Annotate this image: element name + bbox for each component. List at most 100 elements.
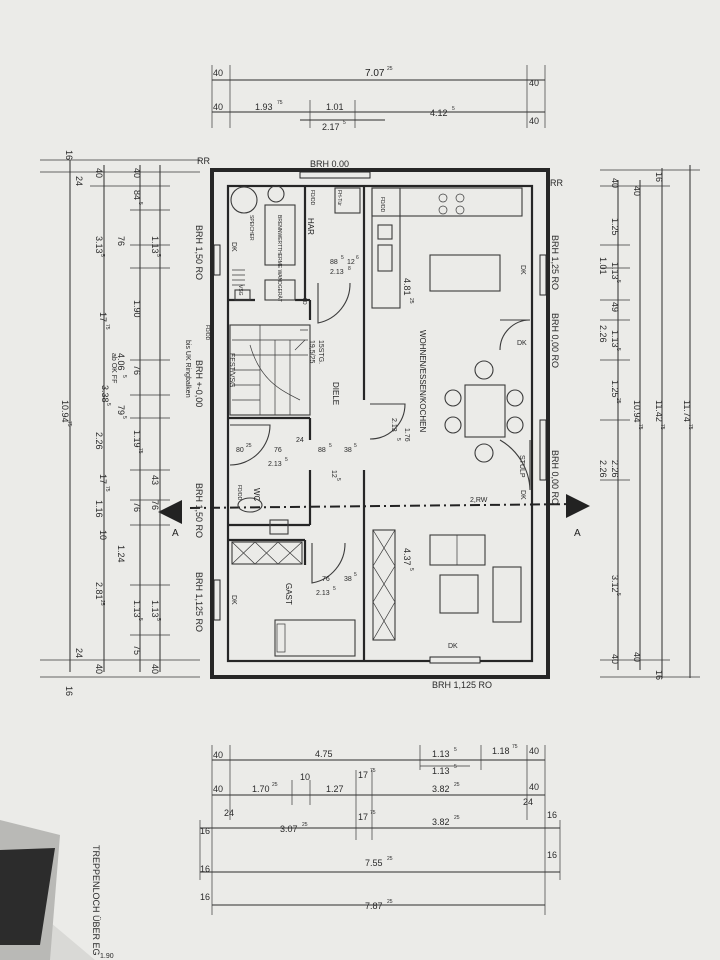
dim-bot-r1-113a: 1.13 bbox=[432, 749, 450, 759]
bottom-dimension-chains: 40 4.75 1.13 5 1.13 5 1.18 75 40 40 1.70… bbox=[199, 744, 561, 915]
har-door-12: 12 bbox=[347, 259, 355, 266]
dim-top-r2-d: 1.01 bbox=[326, 102, 344, 112]
dim-right-inner-25: 25 bbox=[615, 398, 621, 404]
label-fd-dd-2: FD/DD bbox=[379, 197, 385, 213]
label-dk-5: DK bbox=[230, 242, 237, 252]
dim-top-r2-f: 5 bbox=[343, 120, 346, 126]
dim-left-inner-75b: 75 bbox=[132, 645, 142, 655]
dim-left-outer-24b: 24 bbox=[74, 648, 84, 658]
dim-right-inner-113: 1.13 bbox=[610, 262, 620, 280]
wc-76: 76 bbox=[274, 447, 282, 454]
dim-right-outer2-75: 75 bbox=[687, 424, 693, 430]
dim-left-mid-40: 40 bbox=[94, 168, 104, 178]
dim-left-inner-190: 1.90 bbox=[132, 300, 142, 318]
dim-bot-r1-40b: 40 bbox=[529, 746, 539, 756]
dim-left-outer-main: 10.94 bbox=[60, 400, 70, 423]
har-door-88: 88 bbox=[330, 259, 338, 266]
dim-right-inner-226c: 2.26 bbox=[610, 460, 620, 478]
right-dimension-chains: 40 1.25 1.01 1.13 5 49 2.26 1.13 5 1.25 … bbox=[598, 165, 700, 680]
diele-door-38: 38 bbox=[344, 447, 352, 454]
dim-top-r2-b: 1.93 bbox=[255, 102, 273, 112]
brh-bottom: BRH 1,125 RO bbox=[432, 680, 492, 690]
dim-left-mid-313: 3.13 bbox=[94, 236, 104, 254]
dim-right-mid-40: 40 bbox=[632, 186, 642, 196]
dim-right-inner-5c: 5 bbox=[615, 593, 621, 596]
dim-bot-r4-755: 7.55 bbox=[365, 858, 383, 868]
label-dk-4: DK bbox=[448, 643, 458, 650]
wohnen-437-5: 5 bbox=[408, 568, 414, 571]
dim-left-mid-226: 2.26 bbox=[94, 432, 104, 450]
dim-right-inner-226b: 2.26 bbox=[598, 460, 608, 478]
gast-213: 2.13 bbox=[316, 590, 330, 597]
dim-left-inner2-43: 43 bbox=[150, 475, 160, 485]
dim-right-inner-226: 2.26 bbox=[598, 325, 608, 343]
dim-left-inner-5b: 5 bbox=[121, 375, 127, 378]
interior-dimensions: 88 5 12 6 2.13 8 4.81 25 1.76 2.13 5 80 … bbox=[236, 255, 414, 597]
dim-left-mid-17b: 17 bbox=[98, 474, 108, 484]
dim-right-outer-75: 75 bbox=[659, 424, 665, 430]
dim-left-outer-16b: 16 bbox=[64, 686, 74, 696]
dim-top-r2-i: 40 bbox=[529, 116, 539, 126]
left-dimension-chains: 16 24 10.94 75 24 16 40 3.13 5 17 75 2.2… bbox=[40, 150, 200, 696]
treppenloch-note: TREPPENLOCH ÜBER EG bbox=[91, 845, 101, 956]
dim-left-outer-24: 24 bbox=[74, 176, 84, 186]
dim-right-inner-5b: 5 bbox=[615, 348, 621, 351]
section-label-left: A bbox=[172, 528, 179, 539]
dim-bot-r1-75: 75 bbox=[512, 744, 518, 750]
section-label-right: A bbox=[574, 528, 581, 539]
dim-right-inner-125: 1.25 bbox=[610, 218, 620, 236]
gast-76: 76 bbox=[322, 576, 330, 583]
dim-top-r1-d: 40 bbox=[529, 78, 539, 88]
room-wohnen: WOHNEN/ESSEN/KOCHEN bbox=[418, 330, 427, 432]
dim-right-inner-49: 49 bbox=[610, 302, 620, 312]
label-rw: 2,RW bbox=[470, 497, 488, 504]
gast-38: 38 bbox=[344, 576, 352, 583]
building-outline bbox=[210, 168, 550, 679]
dim-bot-r2-25a: 25 bbox=[272, 782, 278, 788]
diele-5: 5 bbox=[395, 438, 401, 441]
dim-top-r1-b: 7.07 bbox=[365, 68, 385, 79]
rr-right: RR bbox=[550, 178, 563, 188]
dim-right-outer-1142: 11.42 bbox=[654, 400, 664, 422]
label-fh-tur: FH-Tür bbox=[336, 190, 342, 206]
dim-bot-r2-40a: 40 bbox=[213, 784, 223, 794]
label-dk-1: DK bbox=[519, 265, 526, 275]
dim-left-mid-25: 25 bbox=[99, 600, 105, 606]
dim-right-inner-312: 3.12 bbox=[610, 575, 620, 593]
dim-top-r1-c: 25 bbox=[387, 66, 393, 72]
diele-213: 2.13 bbox=[390, 418, 397, 432]
diele-door-5c: 5 bbox=[335, 478, 341, 481]
dim-bot-r3-16b: 16 bbox=[547, 810, 557, 820]
label-dk-6: DK bbox=[230, 595, 237, 605]
wc-80: 80 bbox=[236, 447, 244, 454]
dim-right-outer-16: 16 bbox=[654, 172, 664, 182]
room-diele: DIELE bbox=[331, 382, 340, 405]
dim-right-inner-113b: 1.13 bbox=[610, 330, 620, 348]
dim-right-mid-1094: 10.94 bbox=[632, 400, 642, 423]
furniture bbox=[230, 185, 524, 657]
dim-right-outer-16b: 16 bbox=[654, 670, 664, 680]
wc-5: 5 bbox=[285, 457, 288, 463]
dim-left-inner2-5: 5 bbox=[155, 254, 161, 257]
wohnen-25: 25 bbox=[408, 298, 414, 304]
label-vsg: VSG bbox=[237, 285, 243, 296]
wc-213: 2.13 bbox=[268, 461, 282, 468]
dim-right-inner-125b: 1.25 bbox=[610, 380, 620, 398]
dim-left-inner-5c: 5 bbox=[105, 403, 111, 406]
dim-bot-r2-127: 1.27 bbox=[326, 784, 344, 794]
dim-bot-r1-475: 4.75 bbox=[315, 749, 333, 759]
dim-left-inner2-5c: 5 bbox=[155, 618, 161, 621]
label-stulp: STULP bbox=[518, 455, 525, 478]
dim-bot-r1-40a: 40 bbox=[213, 750, 223, 760]
dim-left-inner-119: 1.19 bbox=[132, 430, 142, 448]
dim-left-mid-5: 5 bbox=[99, 254, 105, 257]
label-steps-ratio: 19,5/25 bbox=[308, 340, 315, 363]
dim-bot-r2-40b: 40 bbox=[529, 782, 539, 792]
dim-bot-r3-75: 75 bbox=[370, 810, 376, 816]
wohnen-437: 4.37 bbox=[402, 548, 412, 566]
dim-left-outer-16: 16 bbox=[64, 150, 74, 160]
dim-bot-r3-25b: 25 bbox=[454, 815, 460, 821]
label-steps: 15STG. bbox=[317, 340, 324, 364]
dim-left-outer-75: 75 bbox=[66, 421, 72, 427]
